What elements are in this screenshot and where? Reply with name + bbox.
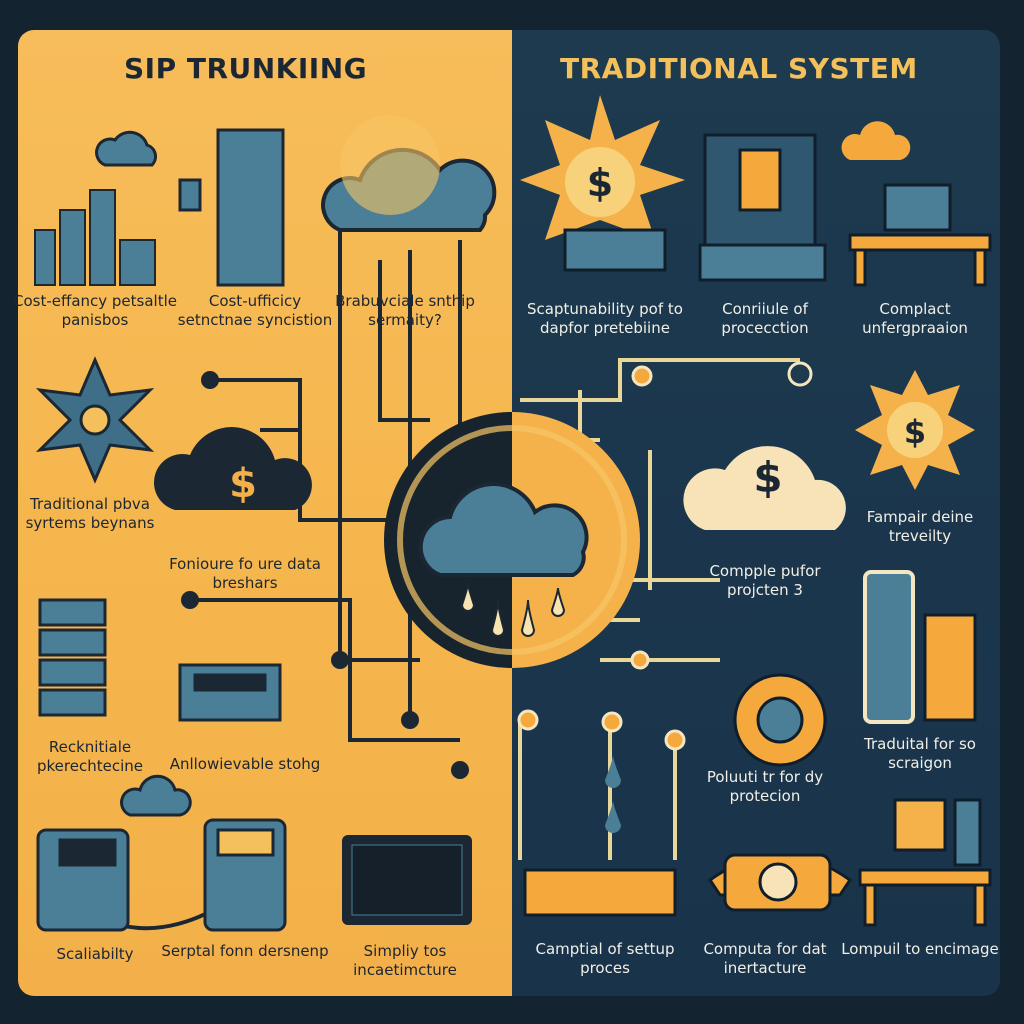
small-cloud-icon xyxy=(95,130,157,167)
node-dot xyxy=(201,371,219,389)
right-label: Traduital for so scraigon xyxy=(864,735,976,772)
classic-phone-icon xyxy=(707,853,853,912)
water-drop-icon xyxy=(605,755,621,833)
left-label: Anllowievable stohg xyxy=(169,755,321,773)
keypad-phone-icon xyxy=(923,613,977,722)
right-label: Camptial of settup proces xyxy=(535,940,675,977)
server-rack-icon xyxy=(38,598,107,717)
left-label: Scaliabilty xyxy=(56,945,134,963)
left-label: Simpliy tos incaetimcture xyxy=(353,942,457,979)
left-label: Recknitiale pkerechtecine xyxy=(37,738,143,775)
network-device-icon xyxy=(178,663,282,722)
cloud-dollar-icon: $ xyxy=(683,446,846,530)
central-cloud-badge xyxy=(384,412,640,668)
svg-text:$: $ xyxy=(904,413,926,451)
city-buildings-icon xyxy=(34,189,156,286)
right-label: Scaptunability pof to dapfor pretebiine xyxy=(527,300,683,337)
left-label: Fonioure fo ure data breshars xyxy=(169,555,321,592)
small-cloud-icon xyxy=(841,121,911,160)
data-center-icon xyxy=(698,133,827,282)
svg-text:$: $ xyxy=(753,453,782,502)
left-label: Cost-ufficicy setnctnae syncistion xyxy=(177,292,333,329)
right-label: Poluuti tr for dy protecion xyxy=(706,768,824,805)
left-label: Cost-effancy petsaltle panisbos xyxy=(13,292,177,329)
router-icon xyxy=(523,868,677,917)
right-label: Computa for dat inertacture xyxy=(703,940,827,977)
right-label: Fampair deine treveilty xyxy=(866,508,974,545)
traditional-system-title: TRADITIONAL SYSTEM xyxy=(560,52,918,85)
computer-desk-icon xyxy=(848,183,992,287)
cloud-dollar-icon: $ xyxy=(153,427,312,510)
dollar-icon: $ xyxy=(229,461,257,507)
right-label: Compple pufor projcten 3 xyxy=(709,562,821,599)
mobile-phone-icon xyxy=(863,570,915,724)
right-label: Conriiule of procecction xyxy=(721,300,809,337)
left-label: Brabuvciale snthip sermaity? xyxy=(335,292,475,329)
right-label: Complact unfergpraaion xyxy=(862,300,968,337)
sun-dollar-icon: $ xyxy=(855,370,975,490)
left-label: Serptal fonn dersnenp xyxy=(161,942,329,960)
left-label: Traditional pbva syrtems beynans xyxy=(25,495,155,532)
desk-phone-icon xyxy=(36,828,130,932)
desk-terminal-icon xyxy=(858,798,992,927)
right-label: Lompuil to encimage xyxy=(841,940,999,958)
sip-trunking-title: SIP TRUNKIING xyxy=(124,52,368,85)
rain-cloud-icon xyxy=(120,774,192,817)
voip-phone-icon xyxy=(203,818,287,932)
network-hub-icon xyxy=(35,356,155,484)
monitor-icon xyxy=(342,835,472,925)
office-tower-icon xyxy=(178,128,285,287)
svg-text:$: $ xyxy=(587,161,613,205)
sun-dollar-icon: $ xyxy=(520,95,685,272)
rotary-phone-icon xyxy=(733,673,827,767)
